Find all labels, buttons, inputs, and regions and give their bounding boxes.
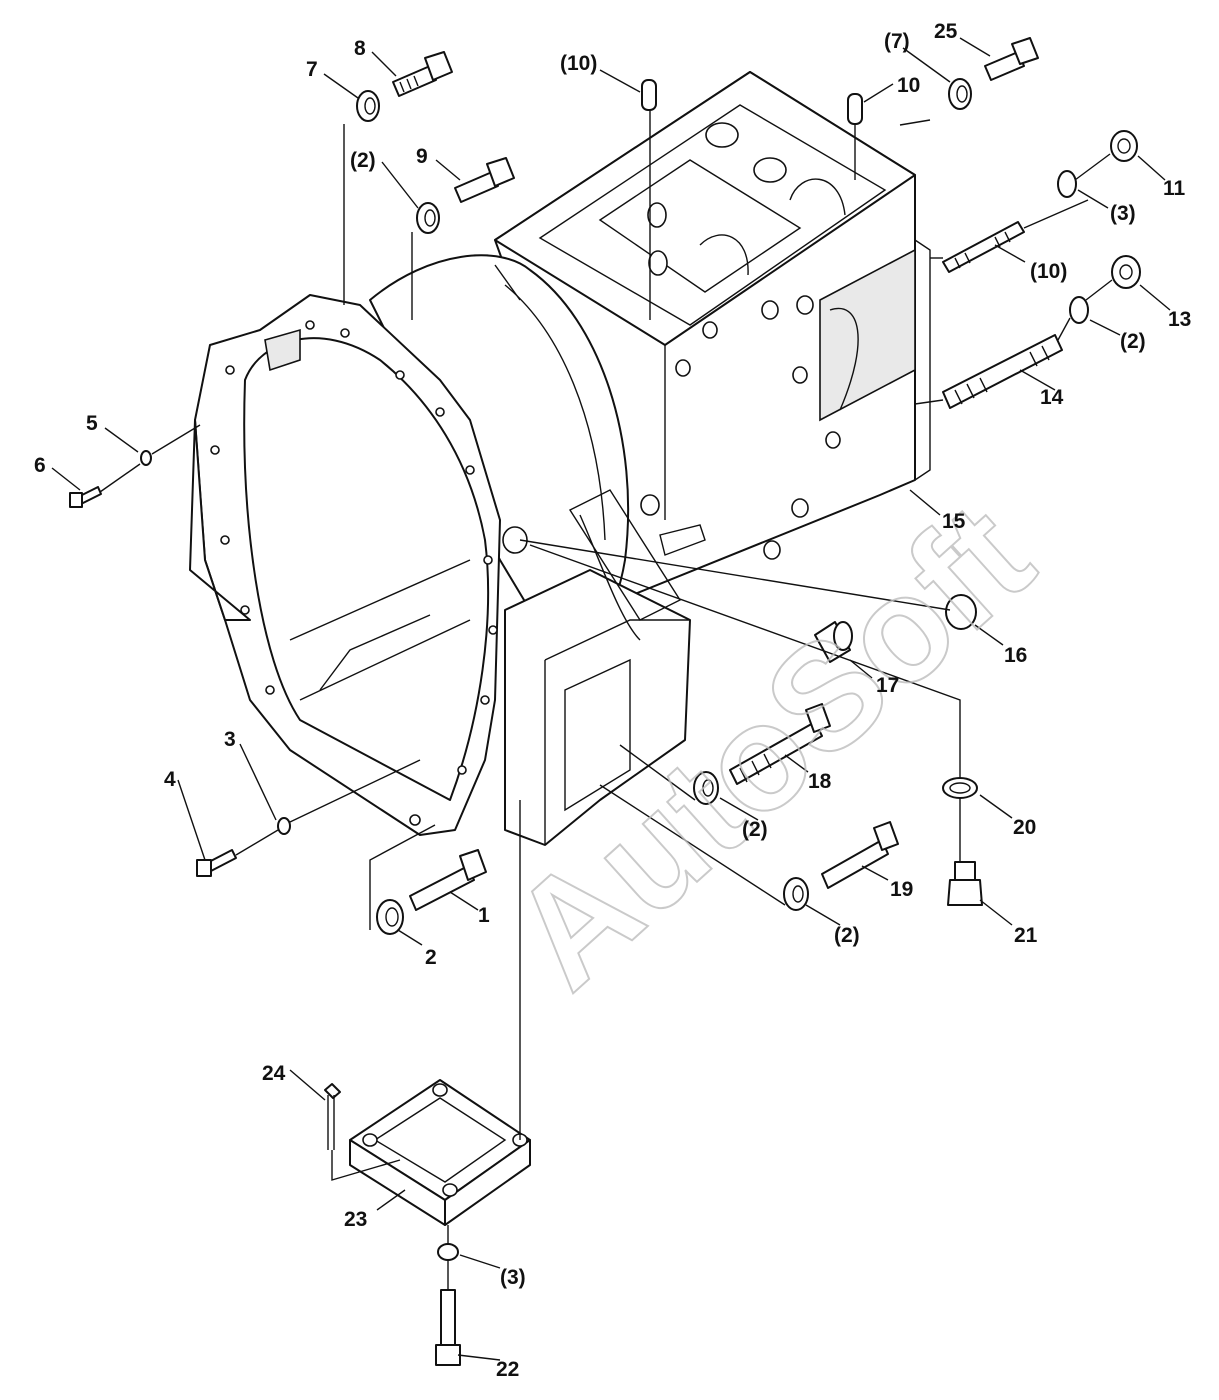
callout-19: 19	[890, 878, 913, 901]
pin-10-right	[847, 93, 863, 125]
callout-12: 11	[1163, 177, 1186, 200]
callout-14: 14	[1040, 386, 1064, 409]
callout-7b: (7)	[884, 30, 910, 53]
cotter-pin-24	[324, 1083, 341, 1150]
leader-lines	[99, 110, 1113, 1290]
callout-7: 7	[306, 58, 318, 81]
callout-8: 8	[354, 37, 366, 60]
washer-7-right	[948, 78, 972, 110]
callout-1: 1	[478, 904, 490, 927]
bolt-25	[984, 37, 1039, 81]
callout-11: (10)	[1030, 260, 1067, 283]
callout-2d: (2)	[834, 924, 860, 947]
stud-11	[942, 221, 1025, 273]
callout-4: 4	[164, 768, 176, 791]
bolt-8	[392, 51, 453, 97]
callout-3b: (3)	[500, 1266, 526, 1289]
bolt-9	[454, 157, 515, 203]
washer-2-right	[1069, 296, 1089, 324]
callout-2c: (2)	[742, 818, 768, 841]
stud-14	[942, 334, 1063, 409]
callout-16: 16	[1004, 644, 1027, 667]
washer-3-right	[1057, 170, 1077, 198]
nut-13	[1111, 255, 1141, 289]
bolt-19	[821, 821, 899, 889]
callout-20: 20	[1013, 816, 1036, 839]
callout-3: 3	[224, 728, 236, 751]
sensor-21	[947, 861, 983, 906]
callout-labels: 8 7 9 (2) (10) 10 (7) 25 11 (3) (10) 13 …	[34, 20, 1191, 1381]
callout-3a: (3)	[1110, 202, 1136, 225]
screw-6	[69, 486, 102, 508]
washer-20	[942, 777, 978, 799]
callout-2b: (2)	[1120, 330, 1146, 353]
callout-23: 23	[344, 1208, 367, 1231]
pin-10-left	[641, 79, 657, 111]
callout-18: 18	[808, 770, 832, 793]
washer-2-lower	[376, 899, 404, 935]
callout-9: 9	[416, 145, 428, 168]
callout-10b: (10)	[560, 52, 597, 75]
plug-16	[945, 594, 977, 630]
callout-17: 17	[876, 674, 899, 697]
callout-5: 5	[86, 412, 98, 435]
bolt-1	[409, 849, 487, 911]
callout-pointers	[51, 37, 1171, 1361]
callout-15: 15	[942, 510, 966, 533]
front-flange	[189, 294, 501, 836]
callout-25: 25	[934, 20, 958, 43]
callout-13: 13	[1168, 308, 1191, 331]
washer-7	[356, 90, 380, 122]
washer-2-upper	[416, 202, 440, 234]
washer-3-bottom	[437, 1243, 459, 1261]
callout-21: 21	[1014, 924, 1038, 947]
callout-10: 10	[897, 74, 920, 97]
nut-12	[1110, 130, 1138, 162]
callout-24: 24	[262, 1062, 286, 1085]
callout-2: 2	[425, 946, 437, 969]
callout-2a: (2)	[350, 149, 376, 172]
bushing-17	[814, 621, 853, 663]
screw-4	[196, 849, 237, 877]
lower-bracket	[502, 489, 706, 846]
washer-5	[140, 450, 152, 466]
bolt-18	[729, 703, 831, 785]
callout-6: 6	[34, 454, 46, 477]
callout-22: 22	[496, 1358, 519, 1381]
cover-plate-23	[349, 1079, 531, 1226]
bolt-22	[435, 1289, 461, 1366]
washer-2-mid	[693, 771, 719, 805]
washer-3-left	[277, 817, 291, 835]
washer-2-bottom	[783, 877, 809, 911]
